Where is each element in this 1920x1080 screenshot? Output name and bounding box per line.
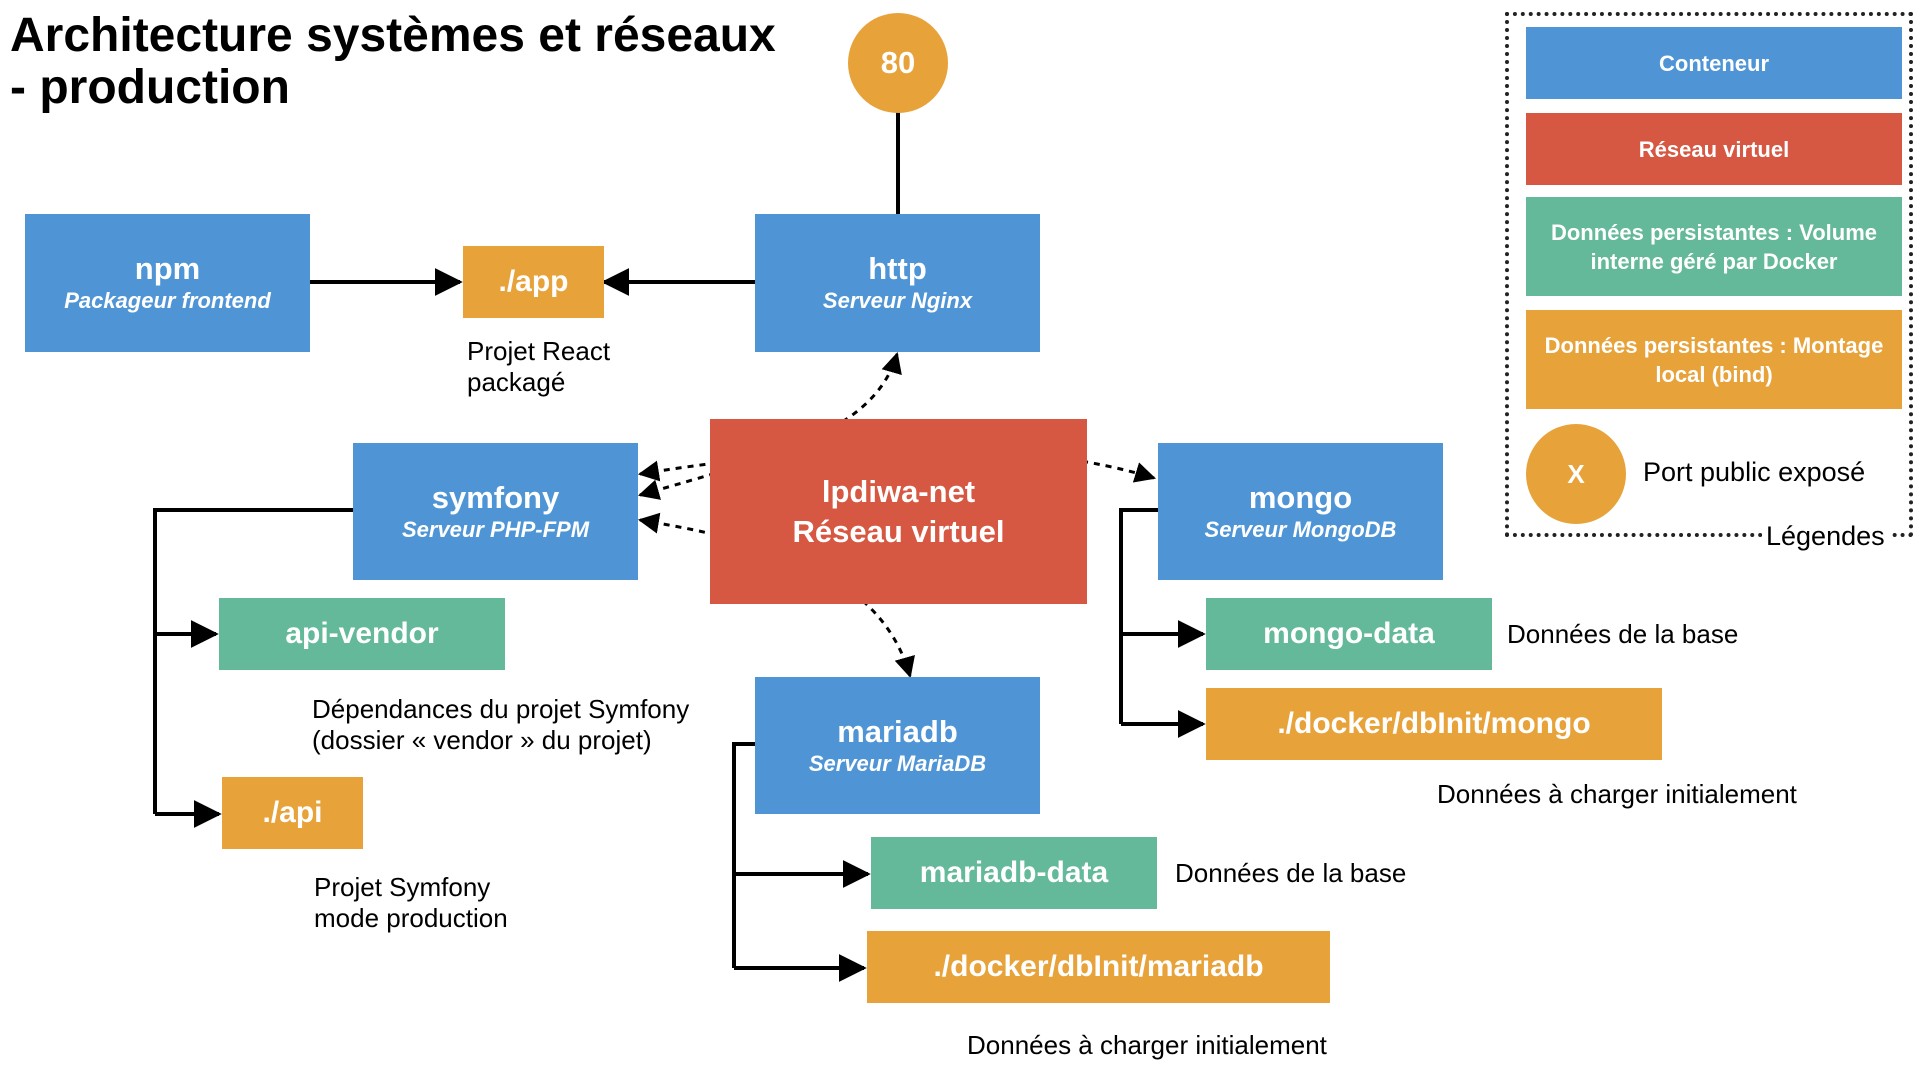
legend-volume-line-2: interne géré par Docker	[1590, 248, 1838, 274]
container-http: http Serveur Nginx	[755, 214, 1040, 352]
mongo-data-note-text: Données de la base	[1507, 619, 1739, 649]
bind-app: ./app	[463, 246, 604, 318]
network-name: lpdiwa-net	[821, 473, 976, 509]
vendor-note-line-2: (dossier « vendor » du projet)	[312, 725, 652, 755]
legend-network: Réseau virtuel	[1526, 113, 1902, 185]
vendor-note: Dépendances du projet Symfony (dossier «…	[312, 694, 689, 756]
app-label: ./app	[498, 265, 569, 298]
container-mariadb: mariadb Serveur MariaDB	[755, 677, 1040, 814]
symfony-volumes-bracket	[153, 508, 353, 814]
http-name: http	[868, 251, 927, 286]
legend-volume-line-1: Données persistantes : Volume	[1550, 219, 1877, 245]
legend-container-label: Conteneur	[1659, 50, 1769, 76]
npm-subtitle: Packageur frontend	[64, 288, 271, 313]
legend-caption: Légendes	[1762, 518, 1889, 554]
volume-mongo-data: mongo-data	[1206, 598, 1492, 670]
container-symfony: symfony Serveur PHP-FPM	[353, 443, 638, 580]
legend-container: Conteneur	[1526, 27, 1902, 99]
app-note-line-1: Projet React	[467, 336, 611, 366]
legend-network-label: Réseau virtuel	[1638, 136, 1790, 162]
mongo-name: mongo	[1248, 479, 1353, 515]
mongo-data-label: mongo-data	[1263, 617, 1435, 650]
bind-mongo-init: ./docker/dbInit/mongo	[1206, 688, 1662, 760]
bind-mariadb-init: ./docker/dbInit/mariadb	[867, 931, 1330, 1003]
app-note-line-2: packagé	[467, 367, 566, 397]
legend-bind: Données persistantes : Montage local (bi…	[1526, 310, 1902, 409]
mariadb-init-note: Données à charger initialement	[967, 1030, 1327, 1061]
legend-port-badge: X	[1526, 424, 1626, 524]
api-vendor-label: api-vendor	[285, 617, 439, 650]
mongo-subtitle: Serveur MongoDB	[1204, 516, 1397, 542]
api-note-line-1: Projet Symfony	[314, 872, 491, 902]
mongo-init-note-text: Données à charger initialement	[1437, 779, 1797, 809]
mariadb-volumes-bracket	[732, 742, 755, 968]
symfony-name: symfony	[431, 479, 560, 515]
volume-api-vendor: api-vendor	[219, 598, 505, 670]
container-mongo: mongo Serveur MongoDB	[1158, 443, 1443, 580]
mariadb-name: mariadb	[837, 713, 958, 749]
title-line-1: Architecture systèmes et réseaux	[10, 9, 776, 62]
mariadb-data-note-text: Données de la base	[1175, 858, 1407, 888]
symfony-mariadb-link	[637, 512, 915, 679]
mongo-init-label: ./docker/dbInit/mongo	[1277, 707, 1591, 740]
port-80-label: 80	[880, 45, 916, 80]
volume-mariadb-data: mariadb-data	[871, 837, 1157, 909]
legend-port-label: Port public exposé	[1643, 457, 1866, 487]
app-note: Projet React packagé	[467, 336, 610, 398]
legend-bind-line-1: Données persistantes : Montage	[1544, 332, 1884, 358]
legend-frame	[1505, 12, 1913, 537]
network-lpdiwa-net: lpdiwa-net Réseau virtuel	[710, 419, 1087, 604]
mariadb-subtitle: Serveur MariaDB	[808, 750, 987, 776]
mariadb-init-label: ./docker/dbInit/mariadb	[933, 950, 1264, 983]
legend-bind-line-2: local (bind)	[1655, 361, 1773, 387]
mongo-init-note: Données à charger initialement	[1437, 779, 1797, 810]
legend-port-symbol: X	[1567, 458, 1585, 489]
mongo-data-note: Données de la base	[1507, 619, 1738, 650]
symfony-subtitle: Serveur PHP-FPM	[401, 516, 590, 542]
page-title: Architecture systèmes et réseaux - produ…	[10, 10, 830, 114]
mariadb-data-label: mariadb-data	[919, 856, 1109, 889]
container-npm: npm Packageur frontend	[25, 214, 310, 352]
title-line-2: - production	[10, 61, 290, 114]
mongo-volumes-bracket	[1119, 508, 1158, 724]
api-label: ./api	[262, 796, 323, 829]
http-subtitle: Serveur Nginx	[822, 288, 973, 313]
api-note: Projet Symfony mode production	[314, 872, 508, 934]
vendor-note-line-1: Dépendances du projet Symfony	[312, 694, 690, 724]
api-note-line-2: mode production	[314, 903, 508, 933]
port-80-badge: 80	[848, 13, 948, 113]
npm-name: npm	[134, 251, 201, 286]
mariadb-init-note-text: Données à charger initialement	[967, 1030, 1327, 1060]
mariadb-data-note: Données de la base	[1175, 858, 1406, 889]
legend-volume: Données persistantes : Volume interne gé…	[1526, 197, 1902, 296]
network-subtitle: Réseau virtuel	[792, 513, 1005, 549]
bind-api: ./api	[222, 777, 363, 849]
